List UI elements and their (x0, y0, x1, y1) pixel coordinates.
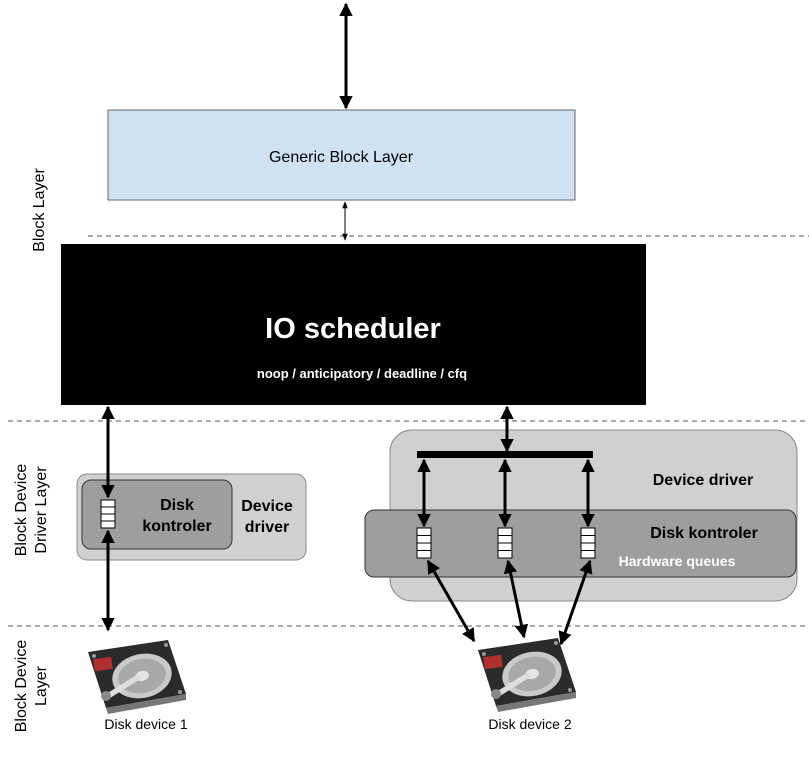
layer-label-driver-line1: Block Device (13, 464, 30, 557)
disk-device-1-label: Disk device 1 (104, 716, 187, 732)
generic-block-layer-box (107, 109, 576, 201)
hard-disk-drive-icon (478, 638, 576, 712)
right-hardware-queue-3 (580, 527, 596, 559)
right-hardware-queue-2 (497, 527, 513, 559)
arrow-queue-3-to-disk2 (558, 559, 593, 646)
queue-distribution-bar (417, 451, 593, 458)
hardware-queues-label: Hardware queues (619, 553, 736, 569)
left-hardware-queue (100, 499, 116, 529)
io-scheduler-title: IO scheduler (265, 313, 441, 345)
layer-label-device-line2: Layer (33, 665, 50, 706)
left-controller-label-line1: Disk (160, 497, 194, 514)
layer-label-device-line1: Block Device (13, 640, 30, 733)
io-scheduler-box (61, 244, 646, 405)
right-controller-label: Disk kontroler (650, 525, 758, 542)
left-controller-label-line2: kontroler (142, 518, 211, 535)
disk-device-2-label: Disk device 2 (488, 716, 571, 732)
layer-label-block: Block Layer (31, 168, 48, 252)
right-hardware-queue-1 (416, 527, 432, 559)
io-scheduler-subtitle: noop / anticipatory / deadline / cfq (257, 366, 467, 381)
left-driver-label-line1: Device (241, 498, 293, 515)
layer-label-driver-line2: Driver Layer (33, 466, 50, 554)
generic-block-layer-label: Generic Block Layer (269, 149, 414, 166)
right-driver-label: Device driver (653, 472, 754, 489)
hard-disk-drive-icon (88, 640, 186, 714)
left-driver-label-line2: driver (245, 519, 289, 536)
arrow-queue-1-to-disk2 (426, 559, 476, 643)
left-disk-controller-box (81, 479, 233, 550)
arrow-queue-2-to-disk2 (503, 559, 529, 639)
